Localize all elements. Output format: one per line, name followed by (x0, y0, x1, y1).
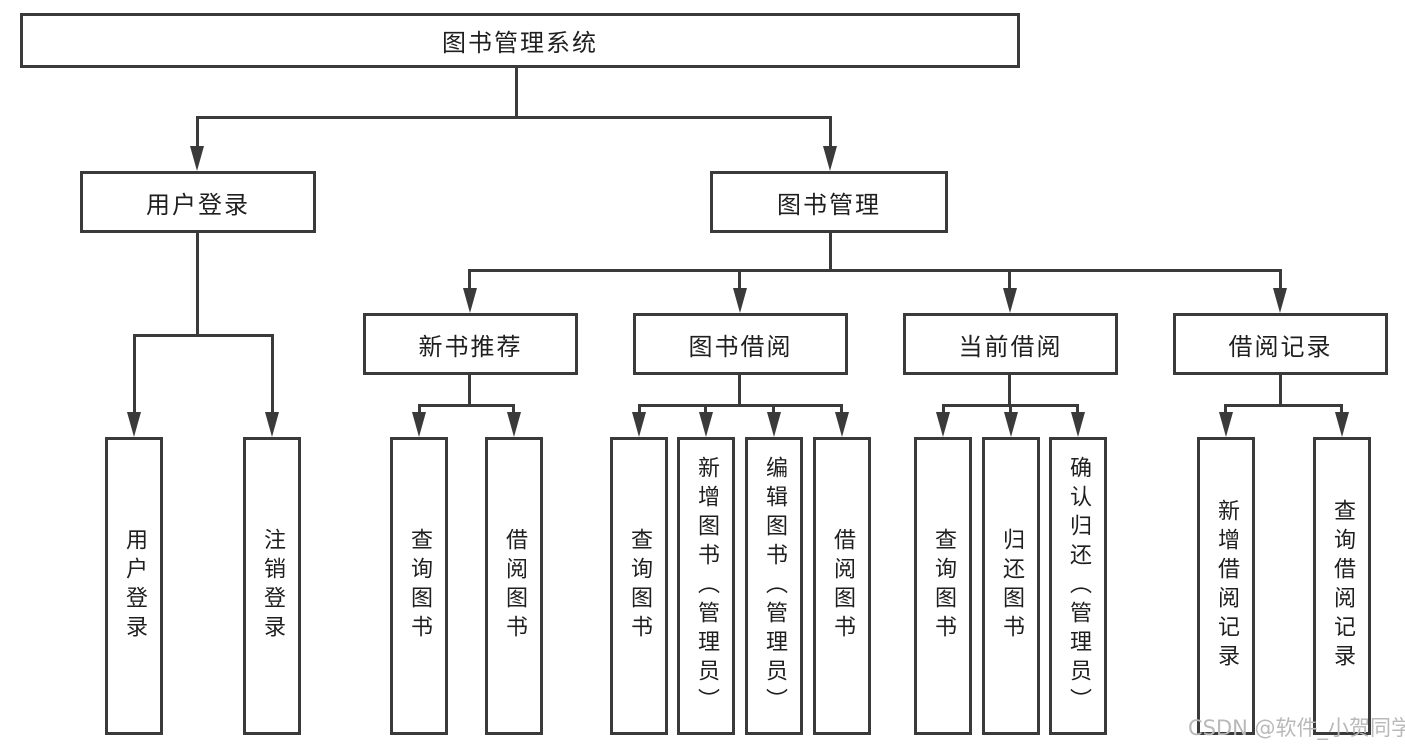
connector-line (1340, 404, 1343, 415)
connector-line (772, 404, 775, 415)
connector-line (829, 233, 832, 272)
arrow-down-icon (733, 288, 747, 313)
arrow-down-icon (835, 412, 849, 437)
connector-line (738, 375, 741, 407)
connector-line (1224, 404, 1227, 415)
connector-line (418, 404, 515, 407)
node-book-management: 图书管理 (710, 171, 948, 233)
arrow-down-icon (507, 412, 521, 437)
leaf-label: 查询借阅记录 (1330, 499, 1355, 673)
leaf-label: 新增图书（管理员） (694, 455, 719, 717)
leaf-label: 新增借阅记录 (1214, 499, 1239, 673)
leaf-label: 借阅图书 (830, 528, 855, 644)
arrow-down-icon (412, 412, 426, 437)
connector-line (1279, 375, 1282, 407)
connector-line (468, 269, 1282, 272)
connector-line (738, 269, 741, 291)
leaf-label: 查询图书 (407, 528, 432, 644)
node-user-login: 用户登录 (80, 171, 316, 233)
arrow-down-icon (699, 412, 713, 437)
arrow-down-icon (632, 412, 646, 437)
node-new-book-recommendation: 新书推荐 (363, 313, 578, 375)
arrow-down-icon (463, 288, 477, 313)
leaf-confirm-return-admin: 确认归还（管理员） (1049, 437, 1107, 735)
arrow-down-icon (190, 146, 204, 171)
connector-line (1008, 269, 1011, 291)
connector-line (1224, 404, 1343, 407)
leaf-add-books-admin: 新增图书（管理员） (677, 437, 735, 735)
leaf-borrow-books: 借阅图书 (813, 437, 871, 735)
leaf-add-borrow-record: 新增借阅记录 (1197, 437, 1255, 735)
node-label: 新书推荐 (418, 332, 523, 361)
connector-line (196, 116, 199, 150)
arrow-down-icon (1003, 288, 1017, 313)
leaf-label: 确认归还（管理员） (1066, 455, 1091, 717)
node-label: 图书借阅 (688, 332, 793, 361)
arrow-down-icon (1273, 288, 1287, 313)
connector-line (133, 334, 274, 337)
connector-line (942, 404, 945, 415)
leaf-query-borrow-record: 查询借阅记录 (1313, 437, 1371, 735)
connector-line (840, 404, 843, 415)
connector-line (468, 375, 471, 407)
connector-line (1279, 269, 1282, 291)
connector-line (829, 116, 832, 150)
arrow-down-icon (1335, 412, 1349, 437)
arrow-down-icon (127, 412, 141, 437)
arrow-down-icon (1071, 412, 1085, 437)
leaf-query-books: 查询图书 (914, 437, 972, 735)
connector-line (515, 68, 518, 119)
arrow-down-icon (823, 146, 837, 171)
node-label: 当前借阅 (958, 332, 1063, 361)
arrow-down-icon (767, 412, 781, 437)
leaf-label: 归还图书 (999, 528, 1024, 644)
arrow-down-icon (1004, 412, 1018, 437)
node-current-borrowing: 当前借阅 (903, 313, 1118, 375)
connector-line (1009, 404, 1012, 415)
connector-line (271, 334, 274, 414)
connector-line (638, 404, 641, 415)
csdn-watermark: CSDN @软件_小贺同学 (1188, 716, 1405, 740)
node-label: 图书管理系统 (442, 29, 598, 57)
leaf-borrow-books: 借阅图书 (485, 437, 543, 735)
connector-line (418, 404, 421, 415)
leaf-query-books: 查询图书 (390, 437, 448, 735)
node-label: 用户登录 (146, 190, 250, 219)
connector-line (196, 116, 832, 119)
connector-line (133, 334, 136, 414)
leaf-user-login: 用户登录 (105, 437, 163, 735)
connector-line (512, 404, 515, 415)
arrow-down-icon (1219, 412, 1233, 437)
leaf-return-books: 归还图书 (982, 437, 1040, 735)
arrow-down-icon (265, 412, 279, 437)
node-label: 图书管理 (777, 190, 881, 219)
connector-line (704, 404, 707, 415)
connector-line (638, 404, 843, 407)
leaf-label: 用户登录 (122, 528, 147, 644)
node-book-borrowing: 图书借阅 (633, 313, 848, 375)
leaf-label: 借阅图书 (502, 528, 527, 644)
connector-line (1008, 375, 1011, 407)
leaf-label: 查询图书 (931, 528, 956, 644)
node-label: 借阅记录 (1228, 332, 1333, 361)
connector-line (468, 269, 471, 291)
node-library-management-system: 图书管理系统 (20, 13, 1020, 68)
leaf-label: 查询图书 (627, 528, 652, 644)
leaf-query-books: 查询图书 (610, 437, 668, 735)
connector-line (196, 233, 199, 337)
connector-line (1076, 404, 1079, 415)
node-borrowing-records: 借阅记录 (1173, 313, 1388, 375)
leaf-label: 编辑图书（管理员） (762, 455, 787, 717)
leaf-logout: 注销登录 (243, 437, 301, 735)
arrow-down-icon (936, 412, 950, 437)
leaf-label: 注销登录 (260, 528, 285, 644)
leaf-edit-books-admin: 编辑图书（管理员） (745, 437, 803, 735)
